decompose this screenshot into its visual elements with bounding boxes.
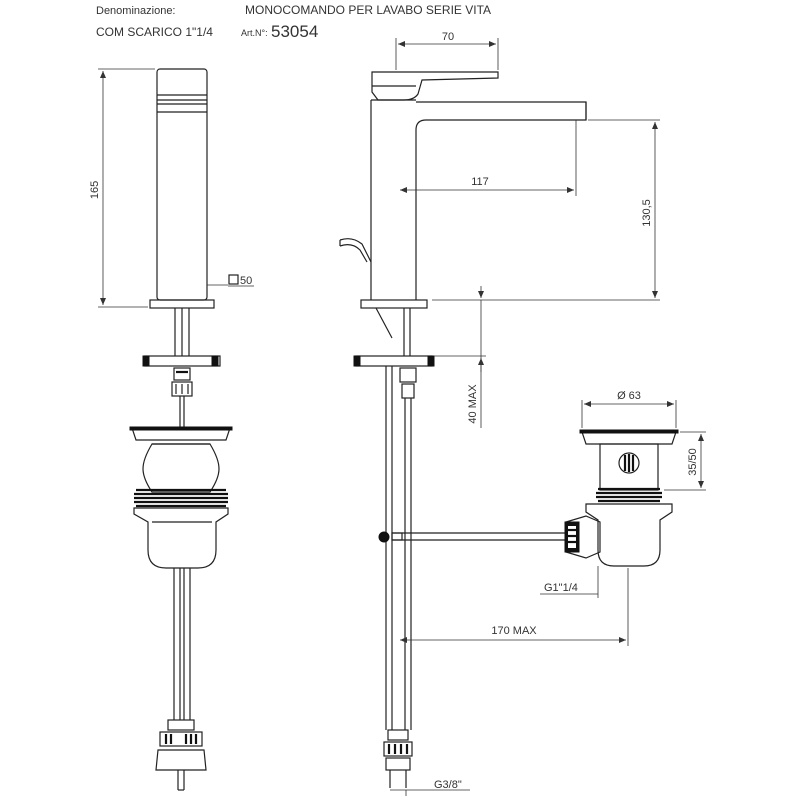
dim-tailpiece-reach: 170 MAX [491, 625, 537, 637]
dim-total-height: 165 [89, 181, 101, 199]
waste-detail: Ø 63 35/50 G1"1/4 [540, 390, 706, 598]
article-label: Art.N°: [241, 28, 268, 38]
dim-waste-height: 35/50 [687, 448, 699, 476]
fixing-plate [144, 355, 221, 367]
overflow-hole [618, 452, 640, 474]
mixer-base [149, 299, 215, 309]
front-view: 70 117 130,5 40 MAX 170 MAX G3/8" [339, 31, 660, 796]
waste-thread [134, 488, 228, 508]
side-view: 165 50 [89, 68, 254, 791]
article-number: 53054 [271, 22, 318, 41]
dim-inlet-thread: G3/8" [434, 779, 462, 791]
dim-spout-reach: 117 [471, 176, 489, 188]
product-name: MONOCOMANDO PER LAVABO SERIE VITA [245, 3, 491, 17]
dim-waste-diameter: Ø 63 [617, 390, 641, 402]
product-variant: COM SCARICO 1"1/4 [96, 25, 213, 39]
dim-handle-length: 70 [442, 31, 454, 43]
dim-waste-thread: G1"1/4 [544, 582, 578, 594]
popup-lever [339, 238, 372, 263]
denomination-label: Denominazione: [96, 5, 176, 17]
dim-max-thickness: 40 MAX [467, 384, 479, 424]
dim-spout-height: 130,5 [641, 199, 653, 227]
dim-body-square: 50 [240, 275, 252, 287]
